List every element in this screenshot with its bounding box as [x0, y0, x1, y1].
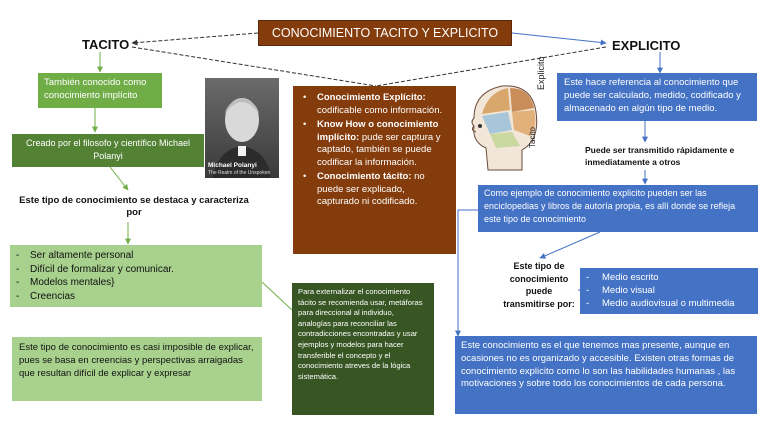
center-item: • Know How o conocimiento implícito: pud…: [303, 119, 441, 168]
tacito-also-known-box: También conocido como conocimiento implí…: [38, 73, 162, 108]
diagram-title: CONOCIMIENTO TACITO Y EXPLICITO: [271, 26, 499, 40]
media-item: -Medio audiovisual o multimedia: [586, 298, 735, 309]
tacito-impossible-box: Este tipo de conocimiento es casi imposi…: [12, 337, 262, 401]
center-definitions-box: • Conocimiento Explícito: codificable co…: [293, 86, 456, 254]
arrow-title-tacito: [131, 32, 259, 46]
explicito-definition: Este hace referencia al conocimiento que…: [564, 77, 741, 114]
portrait-figure: [213, 98, 271, 178]
externalize-box: Para externalizar el conocimiento tácito…: [292, 283, 434, 415]
explicito-definition-box: Este hace referencia al conocimiento que…: [557, 73, 757, 121]
tacito-heading: TACITO: [82, 37, 130, 52]
center-item: • Conocimiento Explícito: codificable co…: [303, 92, 443, 116]
title-box: CONOCIMIENTO TACITO Y EXPLICITO: [258, 20, 512, 46]
explicito-media-list: -Medio escrito -Medio visual -Medio audi…: [586, 271, 752, 310]
trait-item: -Modelos mentales}: [16, 277, 115, 288]
photo-caption-sub: The Realm of the Unspoken: [208, 170, 271, 176]
head-label-tacito: Tacito: [528, 127, 537, 148]
tacito-traits-box: -Ser altamente personal -Difícil de form…: [10, 245, 262, 307]
head-illustration: [471, 85, 538, 171]
explicito-example: Como ejemplo de conocimiento explicito p…: [484, 188, 736, 224]
arrow-example-to-present: [455, 209, 480, 337]
tacito-created-by-box: Creado por el filosofo y científico Mich…: [12, 134, 204, 167]
externalize-text: Para externalizar el conocimiento tácito…: [298, 287, 423, 381]
arrow-created-to-char: [109, 166, 129, 191]
tacito-characterized: Este tipo de conocimiento se destaca y c…: [19, 195, 249, 218]
explicito-heading: EXPLICITO: [612, 38, 681, 53]
explicito-present-box: Este conocimiento es el que tenemos mas …: [455, 336, 757, 414]
arrow-title-explicito: [511, 32, 607, 46]
polanyi-photo: Michael Polanyi The Realm of the Unspoke…: [205, 78, 279, 178]
explicito-media-box: -Medio escrito -Medio visual -Medio audi…: [580, 268, 758, 314]
trait-item: -Ser altamente personal: [16, 250, 134, 261]
tacito-impossible: Este tipo de conocimiento es casi imposi…: [19, 342, 254, 379]
dashed-tacito-center: [131, 46, 377, 87]
explicito-transmitted: Puede ser transmitido rápidamente e inme…: [585, 145, 735, 167]
explicito-present: Este conocimiento es el que tenemos mas …: [461, 340, 736, 390]
media-item: -Medio escrito: [586, 272, 659, 283]
arrow-example-to-label: [539, 231, 601, 259]
center-item: • Conocimiento tácito: no puede ser expl…: [303, 171, 425, 207]
tacito-created-by: Creado por el filosofo y científico Mich…: [25, 138, 191, 161]
phrenology-head-image: Explicito Tacito: [460, 56, 554, 182]
media-item: -Medio visual: [586, 285, 655, 296]
tacito-traits-list: -Ser altamente personal -Difícil de form…: [16, 249, 256, 303]
trait-item: -Difícil de formalizar y comunicar.: [16, 263, 174, 275]
photo-caption-name: Michael Polanyi: [208, 162, 257, 169]
head-label-explicito: Explicito: [536, 56, 546, 90]
arrow-traits-to-externalize: [261, 281, 293, 311]
trait-item: -Creencias: [16, 290, 76, 302]
center-definitions-list: • Conocimiento Explícito: codificable co…: [301, 92, 448, 209]
dashed-explicito-center: [375, 46, 607, 87]
explicito-transmit-label: Este tipo de conocimiento puede transmit…: [503, 261, 575, 309]
explicito-example-box: Como ejemplo de conocimiento explicito p…: [478, 185, 758, 232]
tacito-also-known: También conocido como conocimiento implí…: [44, 77, 147, 101]
